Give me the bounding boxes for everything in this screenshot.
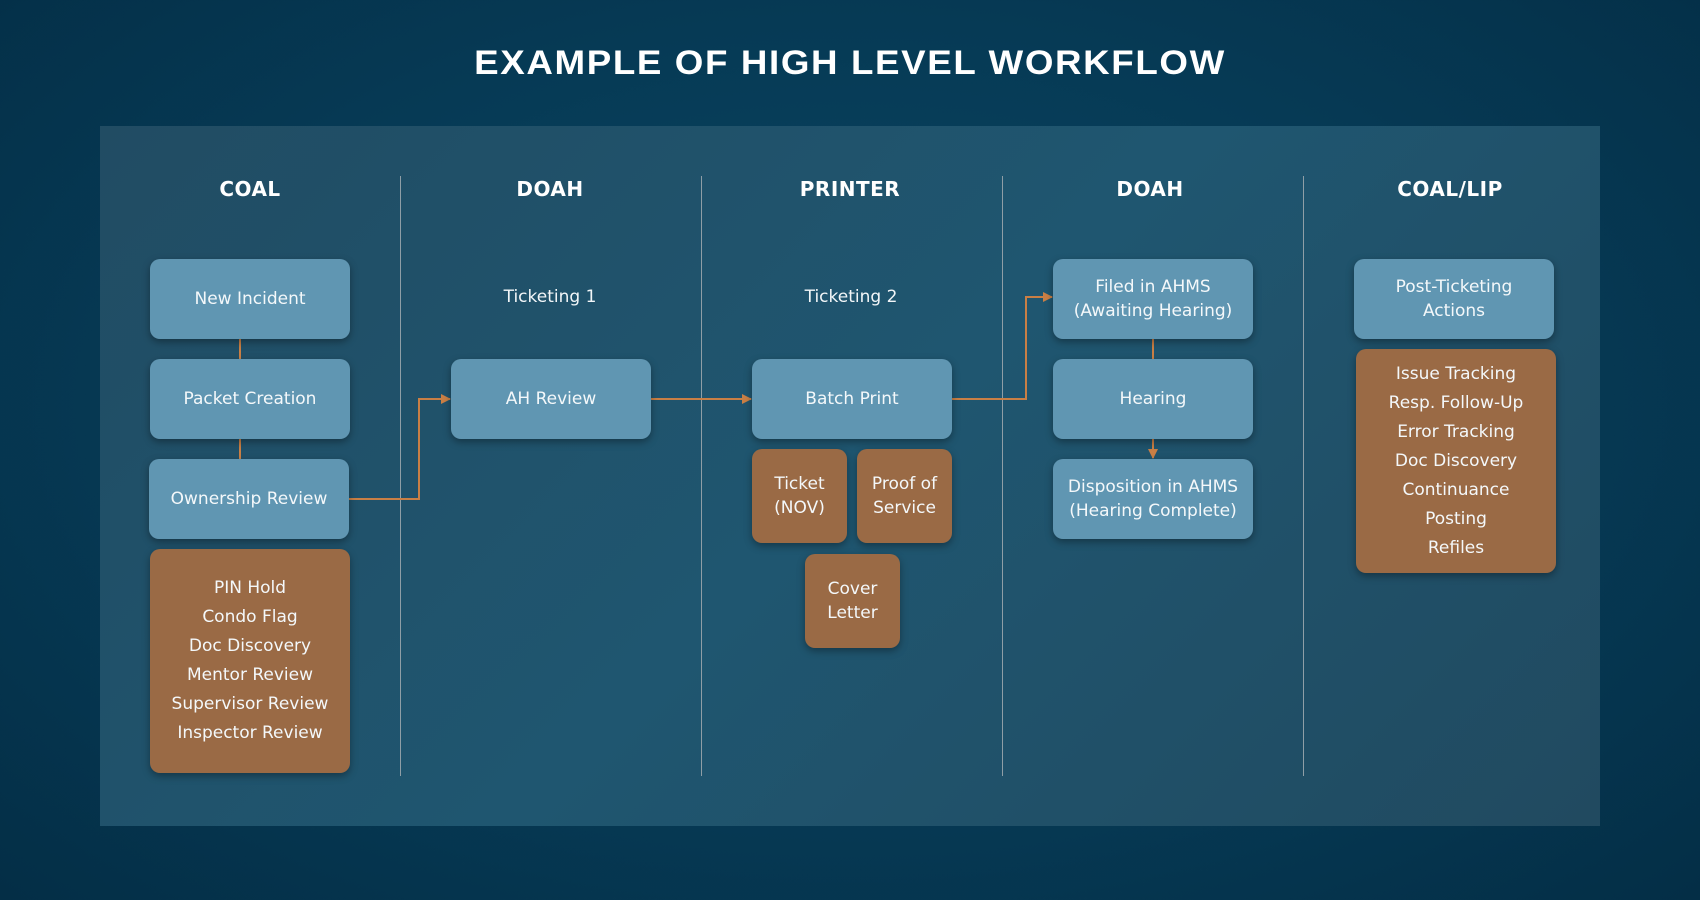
column-header-printer: PRINTER [799, 177, 901, 201]
step-label-line: Post-Ticketing [1395, 277, 1513, 297]
detail-item: Doc Discovery [188, 636, 312, 656]
detail-item: Continuance [1402, 479, 1510, 500]
step-label-line: Disposition in AHMS [1067, 477, 1239, 497]
step-batch-print[interactable]: Batch Print [752, 359, 952, 439]
step-label: Packet Creation [183, 389, 317, 409]
step-new-incident[interactable]: New Incident [150, 259, 350, 339]
step-label-line: (Hearing Complete) [1069, 501, 1237, 521]
step-hearing[interactable]: Hearing [1053, 359, 1253, 439]
step-label: Batch Print [805, 389, 899, 409]
detail-item: Resp. Follow-Up [1388, 392, 1524, 413]
detail-item: Refiles [1427, 537, 1485, 558]
detail-item: Inspector Review [177, 723, 323, 743]
column-divider [701, 176, 702, 776]
output-ticket-nov: Ticket (NOV) [752, 449, 847, 543]
step-filed-in-ahms[interactable]: Filed in AHMS (Awaiting Hearing) [1053, 259, 1253, 339]
column-header-doah-1: DOAH [516, 177, 584, 201]
coal-review-details: PIN Hold Condo Flag Doc Discovery Mentor… [150, 549, 350, 773]
detail-item: Issue Tracking [1395, 363, 1517, 384]
output-label-line: Proof of [871, 474, 938, 494]
step-label: Hearing [1119, 389, 1187, 409]
column-header-coal-lip: COAL/LIP [1397, 177, 1503, 201]
output-label-line: (NOV) [774, 498, 825, 518]
step-ah-review[interactable]: AH Review [451, 359, 651, 439]
detail-item: Doc Discovery [1394, 450, 1518, 471]
column-header-doah-2: DOAH [1116, 177, 1184, 201]
step-label-line: Filed in AHMS [1095, 277, 1211, 297]
output-proof-of-service: Proof of Service [857, 449, 952, 543]
output-cover-letter: Cover Letter [805, 554, 900, 648]
detail-item: Posting [1425, 508, 1487, 529]
step-packet-creation[interactable]: Packet Creation [150, 359, 350, 439]
page-title: EXAMPLE OF HIGH LEVEL WORKFLOW [474, 44, 1226, 82]
output-label-line: Service [873, 498, 936, 518]
step-post-ticketing-actions[interactable]: Post-Ticketing Actions [1354, 259, 1554, 339]
output-label-line: Letter [827, 603, 878, 623]
post-ticketing-details: Issue Tracking Resp. Follow-Up Error Tra… [1356, 349, 1556, 573]
detail-item: Condo Flag [202, 607, 298, 627]
step-label-line: (Awaiting Hearing) [1073, 301, 1233, 321]
step-label-line: Actions [1422, 301, 1486, 321]
step-ownership-review[interactable]: Ownership Review [149, 459, 349, 539]
step-label: AH Review [505, 389, 597, 409]
detail-item: PIN Hold [213, 578, 287, 598]
detail-item: Supervisor Review [171, 694, 329, 714]
step-label: New Incident [194, 289, 306, 309]
column-header-coal: COAL [219, 177, 281, 201]
step-label: Ownership Review [170, 489, 328, 509]
detail-item: Error Tracking [1397, 421, 1515, 442]
output-label-line: Ticket [774, 474, 825, 494]
column-divider [400, 176, 401, 776]
step-disposition-in-ahms[interactable]: Disposition in AHMS (Hearing Complete) [1053, 459, 1253, 539]
output-label-line: Cover [827, 579, 878, 599]
stage-label-ticketing-1: Ticketing 1 [503, 287, 597, 307]
column-divider [1303, 176, 1304, 776]
column-divider [1002, 176, 1003, 776]
detail-item: Mentor Review [186, 665, 313, 685]
stage-label-ticketing-2: Ticketing 2 [804, 287, 898, 307]
